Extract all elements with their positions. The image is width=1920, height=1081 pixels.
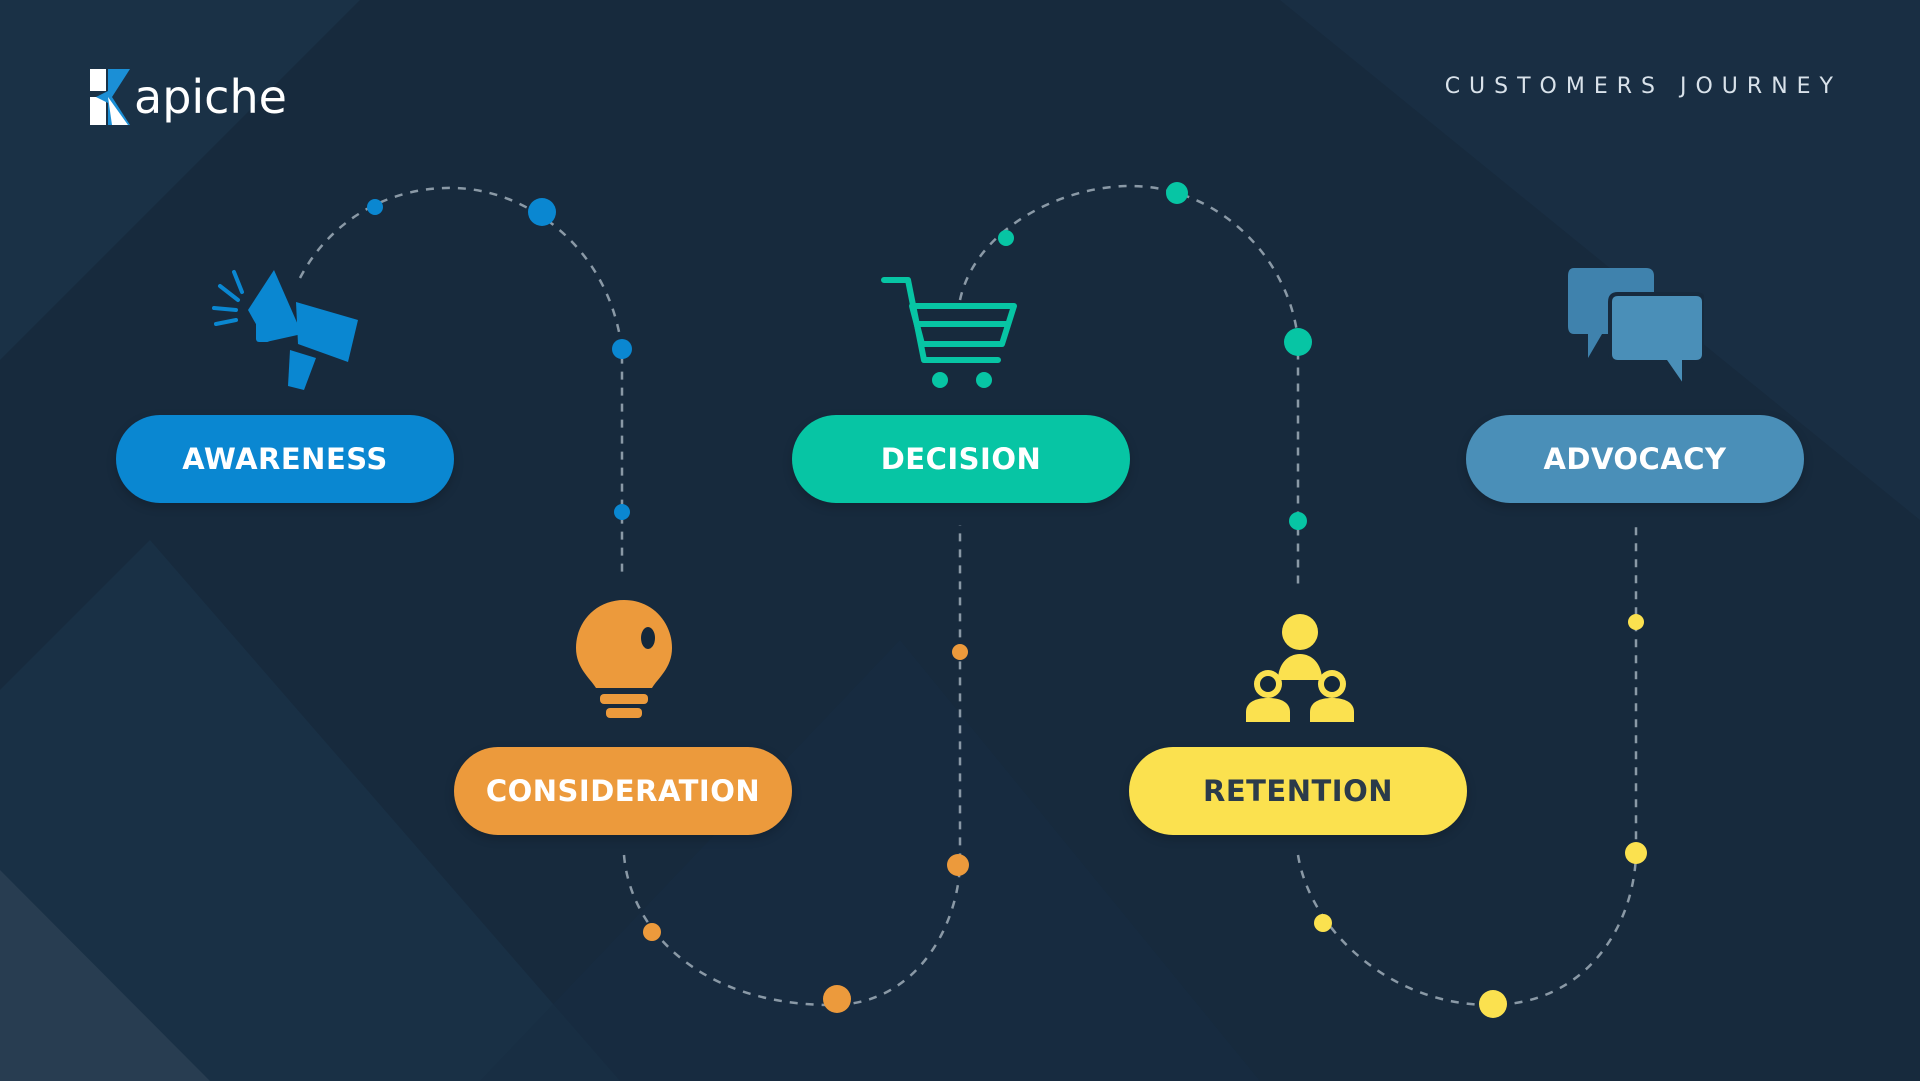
stage-pill-consideration: CONSIDERATION [454, 747, 792, 835]
group-icon [1246, 614, 1354, 722]
stage-label-decision: DECISION [880, 442, 1042, 476]
path-dot [528, 198, 556, 226]
path-dot [367, 199, 383, 215]
path-dot [952, 644, 968, 660]
stage-label-awareness: AWARENESS [182, 442, 388, 476]
path-consideration-decision [622, 525, 962, 1007]
page-title: CUSTOMERS JOURNEY [1444, 74, 1842, 99]
stage-pill-retention: RETENTION [1129, 747, 1467, 835]
decision-path-dots [998, 182, 1312, 530]
brand-name: apiche [134, 70, 287, 124]
path-dot [1289, 512, 1307, 530]
path-dot [1479, 990, 1507, 1018]
path-dot [1284, 328, 1312, 356]
path-dot [1625, 842, 1647, 864]
stage-label-advocacy: ADVOCACY [1543, 442, 1727, 476]
megaphone-icon [212, 270, 358, 390]
path-dot [998, 230, 1014, 246]
brand-logo: apiche [88, 66, 287, 128]
kapiche-logo-mark-icon [90, 69, 130, 125]
path-dot [612, 339, 632, 359]
stage-pill-advocacy: ADVOCACY [1466, 415, 1804, 503]
stage-label-consideration: CONSIDERATION [485, 774, 761, 808]
consideration-path-dots [643, 644, 969, 1013]
path-dot [1166, 182, 1188, 204]
lightbulb-icon [576, 600, 672, 718]
stage-label-retention: RETENTION [1203, 774, 1393, 808]
path-dot [1628, 614, 1644, 630]
awareness-path-dots [367, 198, 632, 520]
path-dot [614, 504, 630, 520]
path-awareness-consideration [298, 186, 624, 575]
chat-bubbles-icon [1568, 268, 1704, 392]
stage-pill-decision: DECISION [792, 415, 1130, 503]
retention-path-dots [1314, 614, 1647, 1018]
shopping-cart-icon [881, 277, 1017, 388]
path-dot [823, 985, 851, 1013]
path-dot [1314, 914, 1332, 932]
stage-pill-awareness: AWARENESS [116, 415, 454, 503]
path-dot [643, 923, 661, 941]
path-dot [947, 854, 969, 876]
path-decision-retention [958, 184, 1300, 590]
